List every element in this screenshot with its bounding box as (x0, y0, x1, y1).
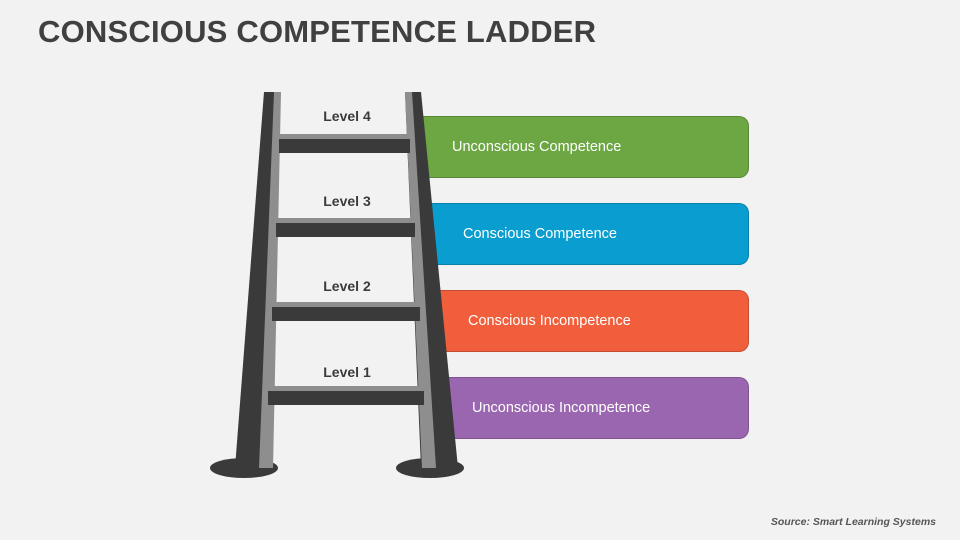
source-note: Source: Smart Learning Systems (770, 516, 936, 528)
stage-label: Unconscious Incompetence (472, 400, 651, 416)
ladder-left-rail-highlight (259, 92, 281, 468)
level-label-3: Level 3 (323, 193, 371, 209)
stage-label: Unconscious Competence (452, 139, 622, 155)
level-label-4: Level 4 (323, 108, 371, 124)
stage-box-level-1: Unconscious Incompetence (444, 377, 749, 439)
stage-label: Conscious Incompetence (468, 313, 631, 329)
level-label-1: Level 1 (323, 364, 371, 380)
stage-box-level-2: Conscious Incompetence (436, 290, 749, 352)
ladder-rung-2 (272, 302, 420, 321)
stage-label: Conscious Competence (463, 226, 617, 242)
ladder-right-rail-highlight (405, 92, 436, 468)
ladder-rung-1 (268, 386, 424, 405)
stage-box-level-3: Conscious Competence (428, 203, 749, 265)
level-label-2: Level 2 (323, 278, 371, 294)
page-title: CONSCIOUS COMPETENCE LADDER (38, 14, 597, 49)
stage-box-level-4: Unconscious Competence (418, 116, 749, 178)
ladder-rung-4 (279, 134, 410, 153)
ladder-rung-3 (276, 218, 415, 237)
